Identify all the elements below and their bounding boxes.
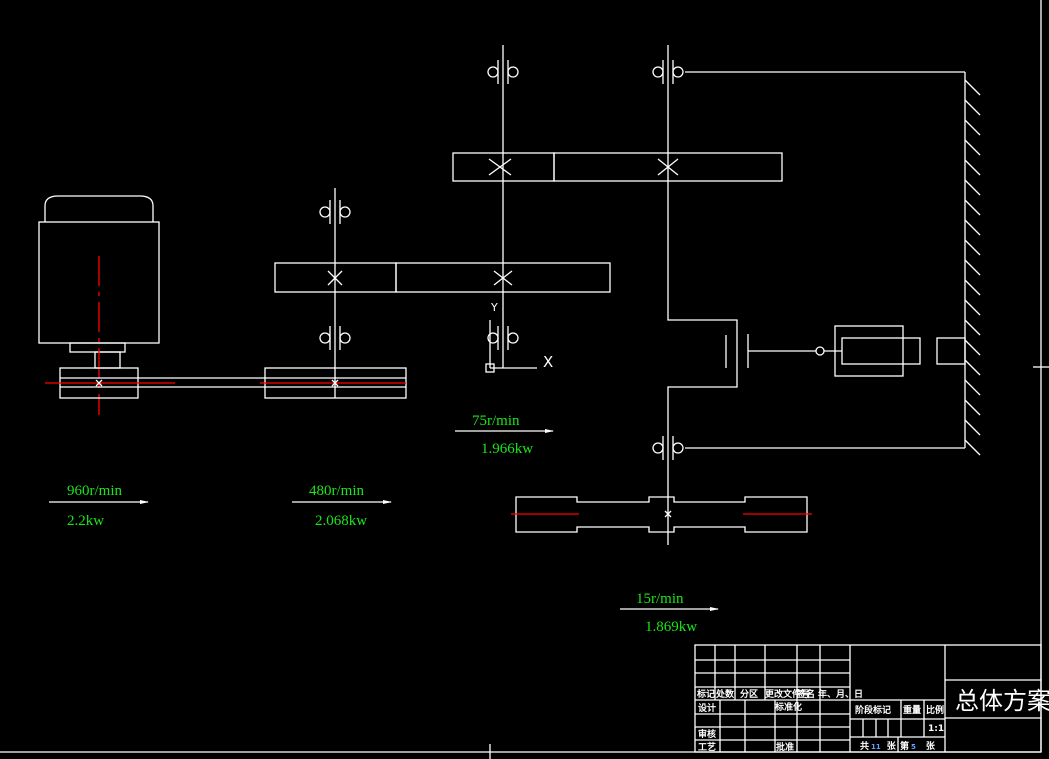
ucs-y-label: Y <box>490 301 498 314</box>
gears <box>274 152 783 293</box>
hatch-line <box>964 439 981 456</box>
approve-label: 批准 <box>776 741 794 753</box>
clutch-and-cylinder <box>685 71 966 449</box>
hatch-line <box>964 399 981 416</box>
hatch-line <box>964 239 981 256</box>
sheet-number: 5 <box>911 743 916 751</box>
header-count: 处数 <box>715 688 735 700</box>
annotation-2: 480r/min 2.068kw <box>292 483 392 529</box>
annotation-1: 960r/min 2.2kw <box>49 483 149 529</box>
hatch-line <box>964 159 981 176</box>
ucs-x-label: X <box>543 353 553 371</box>
power-label: 1.966kw <box>481 441 533 457</box>
weight-label: 重量 <box>903 704 921 716</box>
standardization-label: 标准化 <box>774 701 802 713</box>
hatch-line <box>964 339 981 356</box>
power-label: 1.869kw <box>645 619 697 635</box>
hatch-line <box>964 279 981 296</box>
hatch-line <box>964 79 981 96</box>
design-label: 设计 <box>698 702 716 714</box>
review-label: 审核 <box>698 728 716 740</box>
hatch-line <box>964 419 981 436</box>
hatch-line <box>964 379 981 396</box>
hatch-line <box>964 319 981 336</box>
hatch-line <box>964 119 981 136</box>
hatch-line <box>964 359 981 376</box>
hatch-line <box>964 99 981 116</box>
output-drum <box>511 496 812 533</box>
total-suffix: 张 <box>887 740 897 752</box>
annotation-4: 15r/min 1.869kw <box>620 591 719 635</box>
hatch-line <box>964 259 981 276</box>
sheet-suffix: 张 <box>926 740 936 752</box>
header-mark: 标记 <box>696 688 715 700</box>
electric-motor <box>38 195 160 415</box>
header-zone: 分区 <box>740 688 758 700</box>
power-label: 2.068kw <box>315 513 367 529</box>
process-label: 工艺 <box>698 741 716 753</box>
fixed-wall-hatch <box>964 79 981 456</box>
bearing-symbol <box>319 326 351 350</box>
annotation-3: 75r/min 1.966kw <box>455 413 554 457</box>
bearings <box>319 60 684 460</box>
header-date: 年、月、日 <box>818 688 863 700</box>
arrow-icon <box>545 429 554 433</box>
arrow-icon <box>383 500 392 504</box>
title-block: 标记 处数 分区 更改文件号 签名 年、月、日 设计 标准化 审核 工艺 批准 … <box>694 644 1049 753</box>
shafts <box>334 45 738 545</box>
hatch-line <box>964 299 981 316</box>
hatch-line <box>964 199 981 216</box>
stage-mark-label: 阶段标记 <box>855 704 891 716</box>
ucs-icon: Y X <box>485 301 553 373</box>
speed-label: 15r/min <box>636 591 684 607</box>
bearing-symbol <box>652 436 684 460</box>
header-change-doc: 更改文件号 <box>765 688 810 700</box>
speed-label: 960r/min <box>67 483 122 499</box>
speed-label: 480r/min <box>309 483 364 499</box>
total-sheets: 11 <box>871 743 881 751</box>
scale-value: 1:1 <box>928 724 944 734</box>
header-signature: 签名 <box>796 688 815 700</box>
sheet-prefix: 第 <box>900 740 909 752</box>
bearing-symbol <box>652 60 684 84</box>
arrow-icon <box>140 500 149 504</box>
scale-label: 比例 <box>926 704 944 716</box>
bearing-symbol <box>319 200 351 224</box>
speed-label: 75r/min <box>472 413 520 429</box>
bearing-symbol <box>487 326 519 350</box>
power-label: 2.2kw <box>67 513 104 529</box>
bearing-symbol <box>487 60 519 84</box>
total-prefix: 共 <box>860 740 869 752</box>
hatch-line <box>964 179 981 196</box>
hatch-line <box>964 219 981 236</box>
hatch-line <box>964 139 981 156</box>
arrow-icon <box>710 607 719 611</box>
drawing-title: 总体方案 <box>955 687 1049 715</box>
